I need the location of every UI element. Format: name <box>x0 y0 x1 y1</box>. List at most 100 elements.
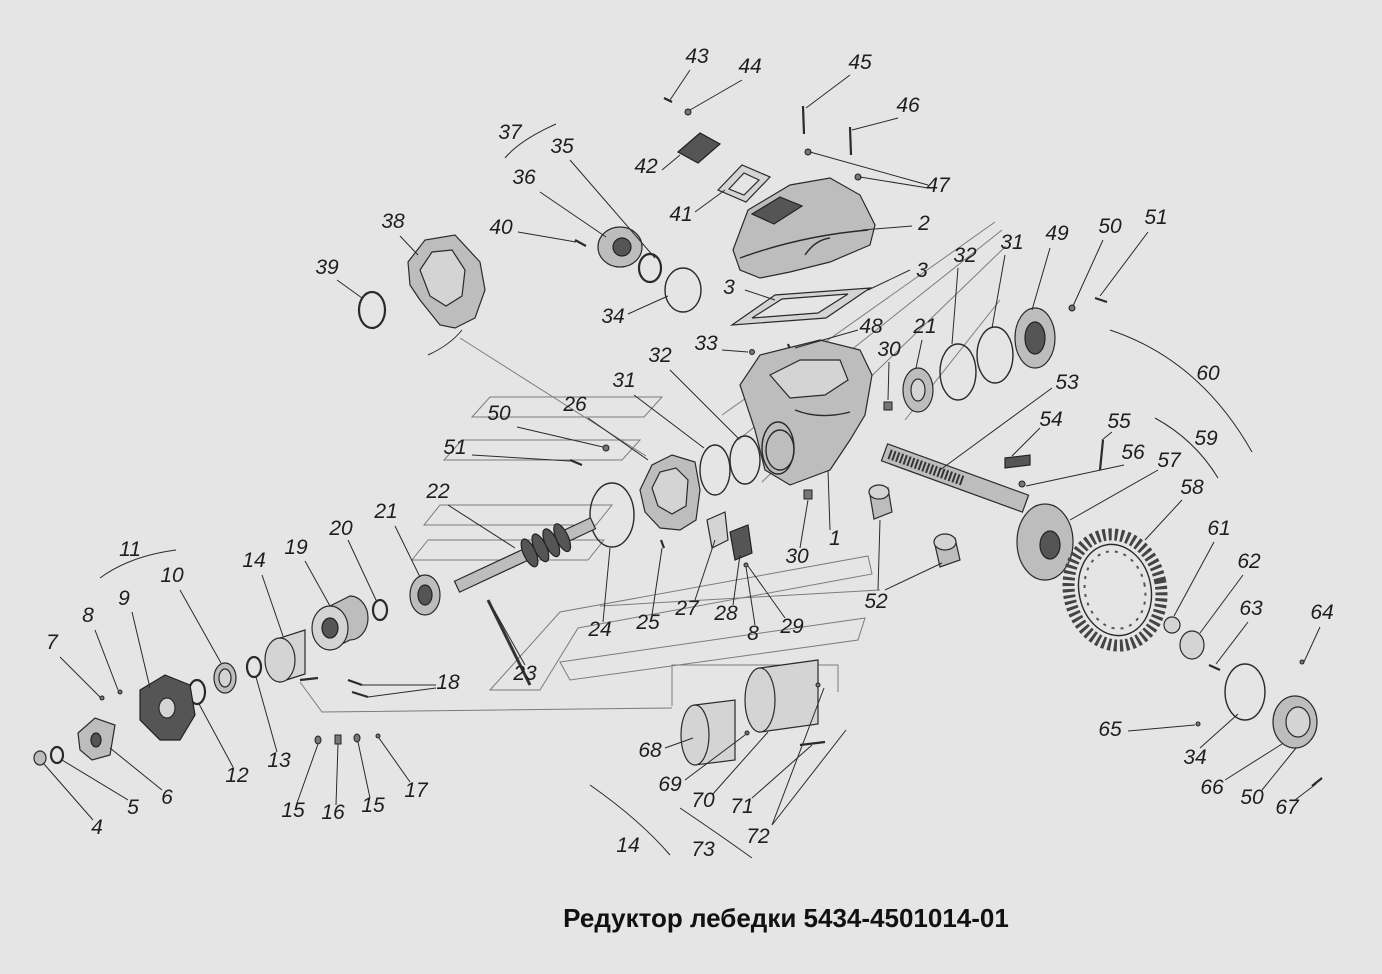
callout-58: 58 <box>1180 476 1204 499</box>
callout-35: 35 <box>550 135 574 158</box>
callout-14-b: 14 <box>616 834 639 857</box>
part-3-gasket <box>729 287 873 326</box>
callout-16: 16 <box>321 801 345 824</box>
callout-52: 52 <box>864 590 888 613</box>
callout-55: 55 <box>1107 410 1131 433</box>
part-49-cover <box>1014 307 1056 369</box>
callout-66: 66 <box>1200 776 1224 799</box>
part-67-screw <box>1311 777 1323 787</box>
callouts: 43 44 45 46 37 35 36 42 47 41 2 38 40 49… <box>46 45 1334 861</box>
part-29-pin <box>743 562 749 568</box>
callout-36: 36 <box>512 166 536 189</box>
part-19-drum <box>311 595 369 651</box>
callout-69: 69 <box>658 773 682 796</box>
part-9-plate <box>139 674 196 741</box>
callout-21-b: 21 <box>373 500 397 523</box>
part-39-ring <box>357 290 387 330</box>
part-32-gasket-right <box>939 343 977 401</box>
callout-24: 24 <box>587 618 611 641</box>
part-51-screw-left <box>569 458 583 467</box>
callout-30-a: 30 <box>877 338 901 361</box>
callout-27: 27 <box>674 597 700 620</box>
callout-50-b: 50 <box>487 402 511 425</box>
callout-65: 65 <box>1098 718 1122 741</box>
callout-21-a: 21 <box>912 315 936 338</box>
part-45-bolt <box>801 105 806 135</box>
callout-14-a: 14 <box>242 549 265 572</box>
part-25-pin <box>659 539 666 549</box>
callout-60: 60 <box>1196 362 1220 385</box>
callout-54: 54 <box>1039 408 1062 431</box>
callout-45: 45 <box>848 51 872 74</box>
part-ring-extra <box>761 421 795 475</box>
part-58-gear-ring <box>1062 528 1168 652</box>
part-33-pin <box>749 349 755 355</box>
callout-59: 59 <box>1194 427 1218 450</box>
part-22-worm-shaft <box>453 517 597 593</box>
part-50-washer-right <box>1068 304 1076 312</box>
callout-51-a: 51 <box>1144 206 1167 229</box>
callout-18: 18 <box>436 671 460 694</box>
callout-22: 22 <box>425 480 450 503</box>
callout-20: 20 <box>328 517 353 540</box>
callout-53: 53 <box>1055 371 1079 394</box>
callout-8-b: 8 <box>747 622 759 645</box>
callout-40: 40 <box>489 216 513 239</box>
part-43-screw <box>663 97 673 103</box>
part-71-pin <box>799 740 826 747</box>
callout-15-b: 15 <box>361 794 385 817</box>
part-18-pins <box>299 676 369 699</box>
callout-3-b: 3 <box>723 276 735 299</box>
part-24-gasket <box>589 482 635 548</box>
callout-12: 12 <box>225 764 249 787</box>
part-40-screw <box>574 239 587 247</box>
part-2-top-cover <box>732 177 876 279</box>
callout-15-a: 15 <box>281 799 305 822</box>
callout-62: 62 <box>1237 550 1261 573</box>
part-46-bolt <box>848 126 853 156</box>
callout-71: 71 <box>730 795 753 818</box>
callout-64: 64 <box>1310 601 1333 624</box>
callout-7: 7 <box>46 631 59 654</box>
callout-41: 41 <box>669 203 692 226</box>
part-57-hub-flange <box>1016 503 1074 581</box>
part-54-key <box>1004 454 1031 469</box>
diagram-title: Редуктор лебедки 5434-4501014-01 <box>563 903 1009 933</box>
part-13-ring <box>245 655 263 679</box>
part-69-pin <box>744 730 750 736</box>
part-50-washer-left <box>602 444 610 452</box>
callout-51-b: 51 <box>443 436 466 459</box>
part-52-bushings <box>868 484 961 568</box>
part-27-plate <box>706 511 729 549</box>
callout-73: 73 <box>691 838 715 861</box>
part-32-ring-left <box>729 435 761 485</box>
part-30-nut-middle <box>803 489 813 500</box>
part-31-ring-right <box>976 326 1014 384</box>
callout-50-a: 50 <box>1098 215 1122 238</box>
callout-57: 57 <box>1157 449 1182 472</box>
callout-8-a: 8 <box>82 604 94 627</box>
part-31-ring-left <box>699 444 731 496</box>
callout-46: 46 <box>896 94 920 117</box>
callout-1: 1 <box>829 527 841 550</box>
parts <box>33 97 1323 787</box>
callout-34-b: 34 <box>1183 746 1206 769</box>
part-20-ring <box>371 598 389 622</box>
part-47-washers <box>804 148 862 181</box>
callout-72: 72 <box>746 825 770 848</box>
callout-26: 26 <box>562 393 587 416</box>
part-42-plate <box>676 132 722 164</box>
callout-48: 48 <box>859 315 883 338</box>
part-26-housing <box>639 454 701 531</box>
part-65-pin <box>1195 721 1201 727</box>
callout-31-a: 31 <box>1000 231 1023 254</box>
callout-29: 29 <box>779 615 804 638</box>
callout-30-b: 30 <box>785 545 809 568</box>
part-28-plate <box>729 524 753 561</box>
callout-38: 38 <box>381 210 405 233</box>
callout-28: 28 <box>713 602 738 625</box>
callout-67: 67 <box>1275 796 1300 819</box>
part-36-cover <box>597 226 643 268</box>
leader-lines <box>43 69 1321 826</box>
callout-31-b: 31 <box>612 369 635 392</box>
